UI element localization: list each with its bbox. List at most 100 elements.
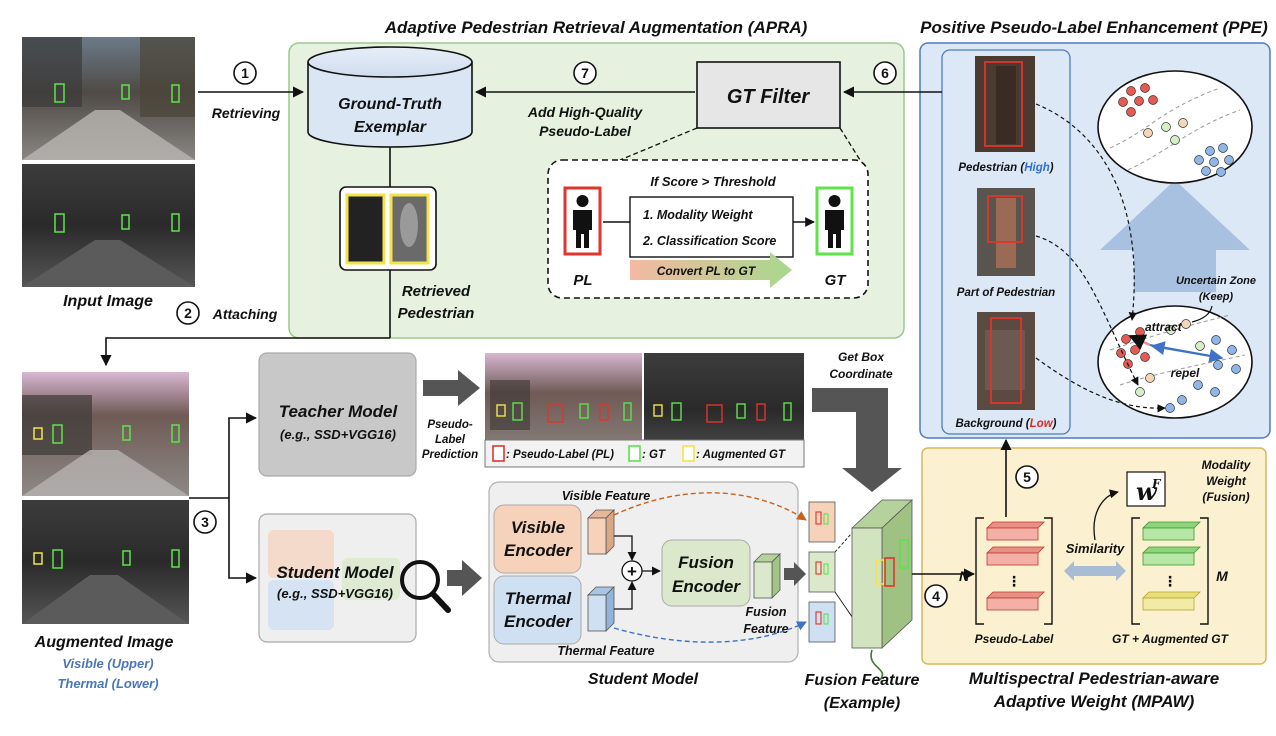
step-7-badge — [573, 61, 597, 85]
step-4-number: 4 — [932, 588, 940, 604]
step-2-badge — [176, 301, 200, 325]
visible-encoder-line1: Visible — [511, 518, 565, 537]
step-1-badge — [233, 61, 257, 85]
augmented-thermal-image — [22, 500, 189, 624]
m-label: M — [1216, 568, 1228, 584]
student-model-caption: Student Model — [588, 671, 699, 688]
feature-space-before — [1097, 305, 1253, 419]
pseudo-label-caption: Pseudo-Label — [975, 632, 1054, 646]
gt-matrix-bracket-right — [1200, 517, 1209, 625]
teacher-model-sub: (e.g., SSD+VGG16) — [280, 427, 396, 442]
fusion-encoder-line1: Fusion — [678, 553, 734, 572]
magnifier-icon — [400, 560, 451, 613]
visible-flow-line — [613, 492, 807, 521]
wf-superscript: F — [1151, 477, 1162, 491]
step-5-badge — [1015, 465, 1039, 489]
retrieving-label: Retrieving — [212, 105, 281, 121]
gt-filter-box — [696, 61, 841, 129]
part-crop-curve — [1035, 235, 1139, 386]
convert-arrow — [630, 252, 792, 288]
attaching-arrow — [100, 337, 390, 367]
criteria-item-2: 2. Classification Score — [642, 234, 776, 248]
thermal-lower-label: Thermal (Lower) — [57, 676, 158, 691]
get-box-line2: Coordinate — [829, 367, 893, 381]
legend-pl-label: : Pseudo-Label (PL) — [506, 449, 614, 461]
modality-weight-line2: Weight — [1206, 474, 1247, 488]
fusion-example-line2: (Example) — [824, 695, 900, 712]
convert-label: Convert PL to GT — [657, 264, 757, 278]
visible-feature-cube — [587, 509, 615, 555]
thermal-feature-cube — [587, 586, 615, 632]
step-7-number: 7 — [581, 65, 589, 81]
part-of-pedestrian-crop — [977, 188, 1035, 276]
step-6-badge — [873, 61, 897, 85]
thermal-feature-label: Thermal Feature — [557, 644, 654, 658]
legend-aug-label: : Augmented GT — [696, 449, 786, 461]
repel-label: repel — [1171, 366, 1200, 380]
mpaw-title-line2: Adaptive Weight (MPAW) — [993, 692, 1195, 711]
step-3-number: 3 — [201, 514, 209, 530]
part-of-pedestrian-label: Part of Pedestrian — [957, 287, 1055, 299]
gt-matrix-bracket-left — [1131, 517, 1140, 625]
visible-encoder-box — [493, 504, 582, 574]
n-label: N — [959, 568, 970, 584]
gt-exemplar-line2: Exemplar — [354, 119, 427, 136]
input-thermal-image — [22, 164, 195, 287]
wf-symbol: w — [1136, 477, 1158, 506]
background-low-label: Background (Low) — [956, 418, 1057, 430]
teacher-to-pred-arrow — [423, 370, 480, 406]
uncertain-zone-line1: Uncertain Zone — [1176, 275, 1256, 287]
attract-label: attract — [1145, 320, 1183, 334]
fusion-encoder-line2: Encoder — [672, 577, 741, 596]
pl-matrix-dots: ⋮ — [1007, 573, 1021, 589]
uncertain-zone-line2: (Keep) — [1199, 291, 1234, 303]
gt-matrix-dots: ⋮ — [1163, 573, 1177, 589]
filter-detail-connector-right — [839, 127, 861, 161]
pedestrian-high-crop — [975, 56, 1035, 152]
ppe-title: Positive Pseudo-Label Enhancement (PPE) — [920, 18, 1268, 37]
apra-title: Adaptive Pedestrian Retrieval Augmentati… — [384, 18, 808, 37]
pl-matrix — [986, 521, 1045, 611]
pl-matrix-bracket-right — [1044, 517, 1053, 625]
similarity-to-weight-arrow — [1093, 489, 1119, 541]
thermal-encoder-line2: Encoder — [504, 612, 573, 631]
thermal-encoder-line1: Thermal — [505, 589, 572, 608]
student-model-label: Student Model — [276, 563, 394, 582]
attaching-label: Attaching — [212, 306, 278, 322]
pl-matrix-bracket-left — [975, 517, 984, 625]
step-1-number: 1 — [241, 65, 249, 81]
visible-encoder-line2: Encoder — [504, 541, 573, 560]
fusion-feature-line2: Feature — [743, 622, 788, 636]
pedestrian-high-label: Pedestrian (High) — [958, 162, 1053, 174]
filter-detail-connector-left — [619, 127, 698, 161]
pl-person-icon — [563, 186, 602, 256]
criteria-box — [629, 196, 794, 258]
if-score-label: If Score > Threshold — [650, 174, 776, 189]
teacher-model-box — [258, 352, 417, 477]
step-6-number: 6 — [881, 65, 889, 81]
input-visible-image — [22, 37, 195, 160]
branch-to-student-arrow — [228, 498, 258, 584]
pseudo-pred-line3: Prediction — [422, 449, 478, 461]
mpaw-title-line1: Multispectral Pedestrian-aware — [969, 669, 1219, 688]
fusion-example-line1: Fusion Feature — [805, 672, 920, 689]
gt-aug-caption: GT + Augmented GT — [1112, 632, 1230, 646]
fusion-feature-example — [850, 499, 914, 649]
augmented-visible-image — [22, 372, 189, 496]
student-part-fusion — [342, 558, 400, 600]
augmented-image-label: Augmented Image — [34, 634, 174, 651]
similarity-arrow — [1064, 561, 1126, 581]
feature-space-after — [1097, 70, 1253, 184]
wf-box — [1126, 471, 1166, 507]
student-part-visible — [268, 530, 334, 578]
fusion-feature-line1: Fusion — [746, 605, 787, 619]
thermal-encoder-box — [493, 575, 582, 645]
similarity-label: Similarity — [1066, 541, 1125, 556]
pseudo-pred-line2: Label — [435, 434, 466, 446]
visible-upper-label: Visible (Upper) — [62, 656, 153, 671]
fusion-encoder-box — [661, 539, 751, 607]
student-zoom-arrow — [447, 560, 482, 596]
student-model-sub: (e.g., SSD+VGG16) — [277, 586, 393, 601]
fusion-to-stack-arrow — [784, 562, 806, 586]
add-hq-line1: Add High-Quality — [527, 104, 644, 120]
